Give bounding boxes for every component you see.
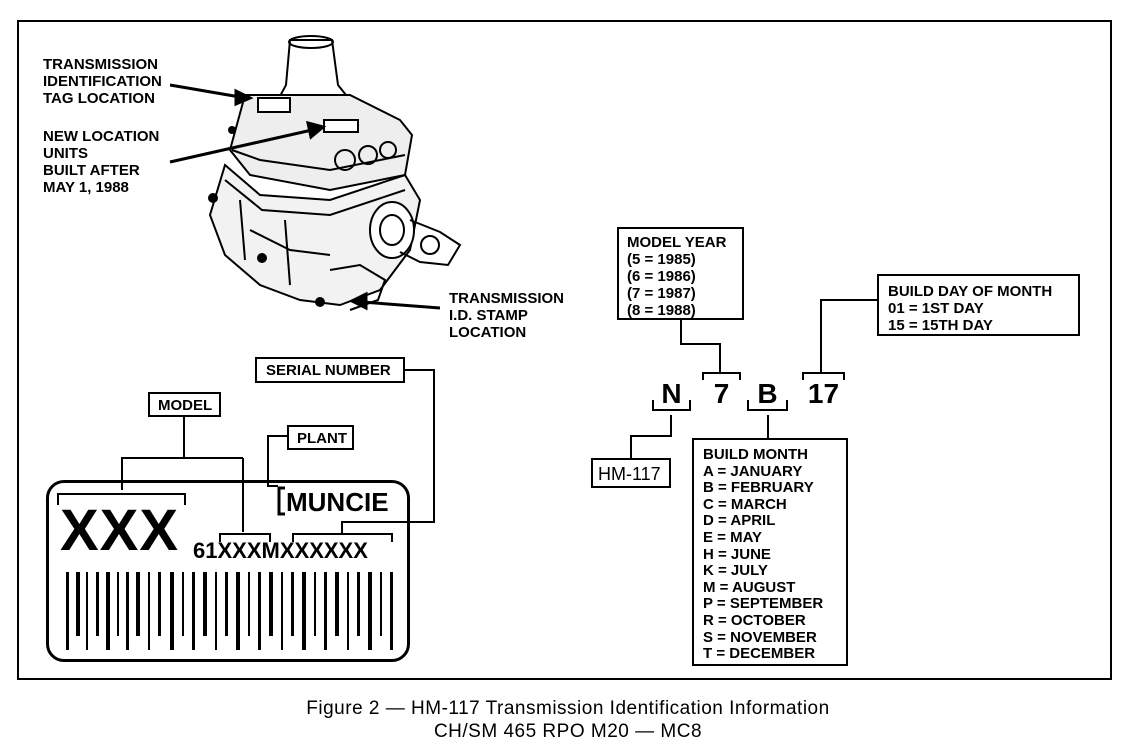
build-month-row: C = MARCH bbox=[703, 495, 787, 513]
build-day-box: BUILD DAY OF MONTH 01 = 1ST DAY 15 = 15T… bbox=[877, 274, 1080, 336]
new-location-callout: NEW LOCATION UNITS BUILT AFTER MAY 1, 19… bbox=[43, 128, 159, 196]
build-month-row: E = MAY bbox=[703, 528, 763, 546]
tag-plant-name: MUNCIE bbox=[286, 487, 389, 517]
plant-label: PLANT bbox=[287, 425, 354, 450]
model-label: MODEL bbox=[148, 392, 221, 417]
callout-line: LOCATION bbox=[449, 324, 527, 341]
model-year-box: MODEL YEAR (5 = 1985) (6 = 1986) (7 = 19… bbox=[617, 227, 744, 320]
callout-line: BUILT AFTER bbox=[43, 162, 140, 179]
tag-code-plant: M bbox=[261, 538, 280, 563]
build-month-row: S = NOVEMBER bbox=[703, 628, 817, 646]
tag-model-code: XXX bbox=[60, 498, 180, 563]
tag-code-model: XXX bbox=[217, 538, 262, 563]
serial-number-label: SERIAL NUMBER bbox=[255, 357, 405, 383]
callout-line: I.D. STAMP bbox=[449, 307, 528, 324]
build-day-title: BUILD DAY OF MONTH bbox=[888, 283, 1053, 300]
build-month-row: B = FEBRUARY bbox=[703, 479, 814, 497]
callout-line: MAY 1, 1988 bbox=[43, 179, 129, 196]
code-char-month: B bbox=[757, 378, 778, 409]
callout-line: TAG LOCATION bbox=[43, 90, 155, 107]
tag-code-line: 61XXXMXXXXXX bbox=[193, 538, 368, 564]
callout-line: UNITS bbox=[43, 145, 88, 162]
build-day-row: 01 = 1ST DAY bbox=[888, 300, 984, 317]
model-year-title: MODEL YEAR bbox=[627, 234, 727, 251]
tag-code-prefix: 61 bbox=[193, 538, 218, 563]
callout-line: IDENTIFICATION bbox=[43, 73, 162, 90]
model-name-box: HM-117 bbox=[591, 458, 671, 488]
model-year-row: (8 = 1988) bbox=[627, 302, 696, 319]
stamp-location-callout: TRANSMISSION I.D. STAMP LOCATION bbox=[449, 290, 564, 341]
build-month-row: D = APRIL bbox=[703, 512, 776, 530]
build-month-row: T = DECEMBER bbox=[703, 645, 816, 663]
callout-line: NEW LOCATION bbox=[43, 128, 160, 145]
build-month-row: P = SEPTEMBER bbox=[703, 595, 824, 613]
callout-line: TRANSMISSION bbox=[449, 290, 565, 307]
identification-tag bbox=[46, 480, 410, 662]
code-char-day: 17 bbox=[807, 378, 840, 409]
build-month-row: R = OCTOBER bbox=[703, 611, 806, 629]
figure-subcaption: CH/SM 465 RPO M20 — MC8 bbox=[433, 721, 703, 742]
build-month-row: H = JUNE bbox=[703, 545, 771, 563]
build-month-row: M = AUGUST bbox=[703, 578, 796, 596]
model-year-row: (6 = 1986) bbox=[627, 268, 696, 285]
tag-code-serial: XXXXXX bbox=[279, 538, 368, 563]
build-month-row: K = JULY bbox=[703, 562, 768, 580]
figure-frame bbox=[17, 20, 1112, 680]
build-month-title: BUILD MONTH bbox=[703, 446, 808, 463]
figure-caption: Figure 2 — HM-117 Transmission Identific… bbox=[306, 698, 830, 719]
build-month-box: BUILD MONTH A = JANUARY B = FEBRUARY C =… bbox=[692, 438, 848, 666]
tag-location-callout: TRANSMISSION IDENTIFICATION TAG LOCATION bbox=[43, 56, 162, 107]
code-char-plant: N bbox=[661, 378, 682, 409]
build-month-row: A = JANUARY bbox=[703, 462, 803, 480]
callout-line: TRANSMISSION bbox=[43, 56, 159, 73]
model-year-row: (7 = 1987) bbox=[627, 285, 696, 302]
build-day-row: 15 = 15TH DAY bbox=[888, 317, 993, 334]
model-year-row: (5 = 1985) bbox=[627, 251, 696, 268]
code-char-year: 7 bbox=[713, 378, 730, 409]
